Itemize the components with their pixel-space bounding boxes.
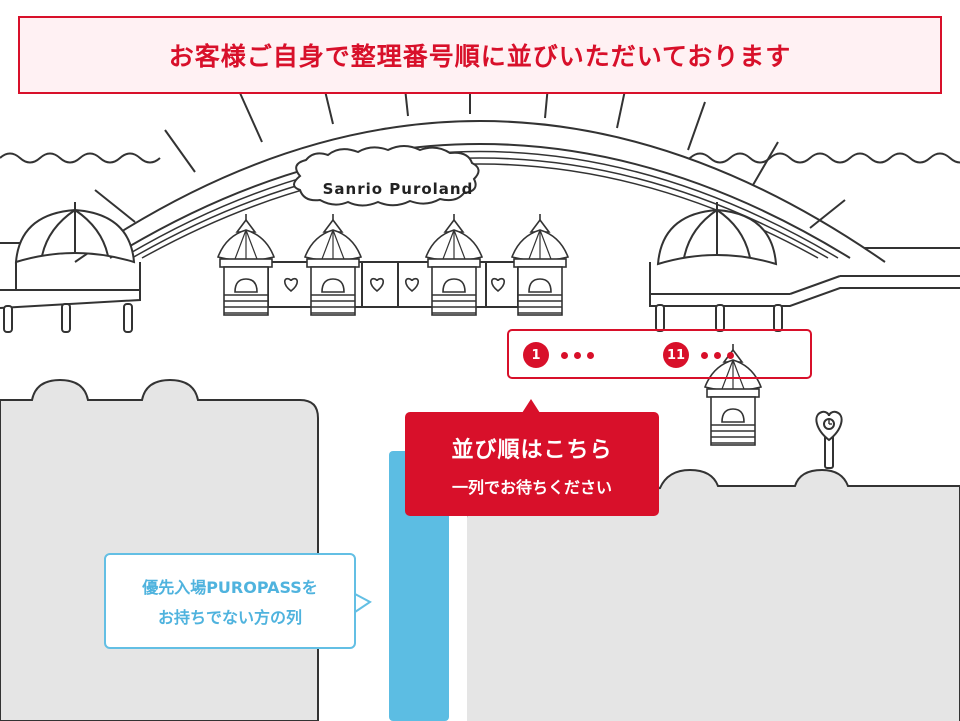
instruction-banner-text: お客様ご自身で整理番号順に並びいただいております xyxy=(168,42,792,71)
right-umbrella xyxy=(656,202,778,266)
lane-callout-line2: お持ちでない方の列 xyxy=(157,608,302,627)
line-callout-title: 並び順はこちら xyxy=(451,438,613,463)
lane-callout-line1: 優先入場PUROPASSを xyxy=(142,578,318,597)
queue-order-indicator: 1 11 xyxy=(507,329,812,379)
line-callout-pointer xyxy=(522,399,540,413)
logo-sign: Sanrio Puroland xyxy=(293,145,480,207)
queue-lane xyxy=(389,451,449,721)
ellipsis-dots-icon xyxy=(701,352,734,359)
instruction-banner: お客様ご自身で整理番号順に並びいただいております xyxy=(18,16,942,94)
lane-callout: 優先入場PUROPASSを お持ちでない方の列 xyxy=(104,553,356,649)
left-umbrella xyxy=(14,202,136,290)
line-order-callout: 並び順はこちら 一列でお待ちください xyxy=(405,412,659,516)
ellipsis-dots-icon xyxy=(561,352,594,359)
wave-left xyxy=(0,152,161,164)
clock-post-icon xyxy=(815,410,843,469)
first-number-badge: 1 xyxy=(523,342,549,368)
gate-wall xyxy=(267,261,519,308)
left-fence xyxy=(0,242,141,333)
lane-callout-pointer xyxy=(354,593,372,613)
later-number-badge: 11 xyxy=(663,342,689,368)
line-callout-subtitle: 一列でお待ちください xyxy=(451,478,612,497)
left-ground-block xyxy=(0,378,319,721)
wave-right xyxy=(649,152,960,164)
queue-lane-edge xyxy=(449,451,467,721)
logo-text: Sanrio Puroland xyxy=(323,180,474,198)
